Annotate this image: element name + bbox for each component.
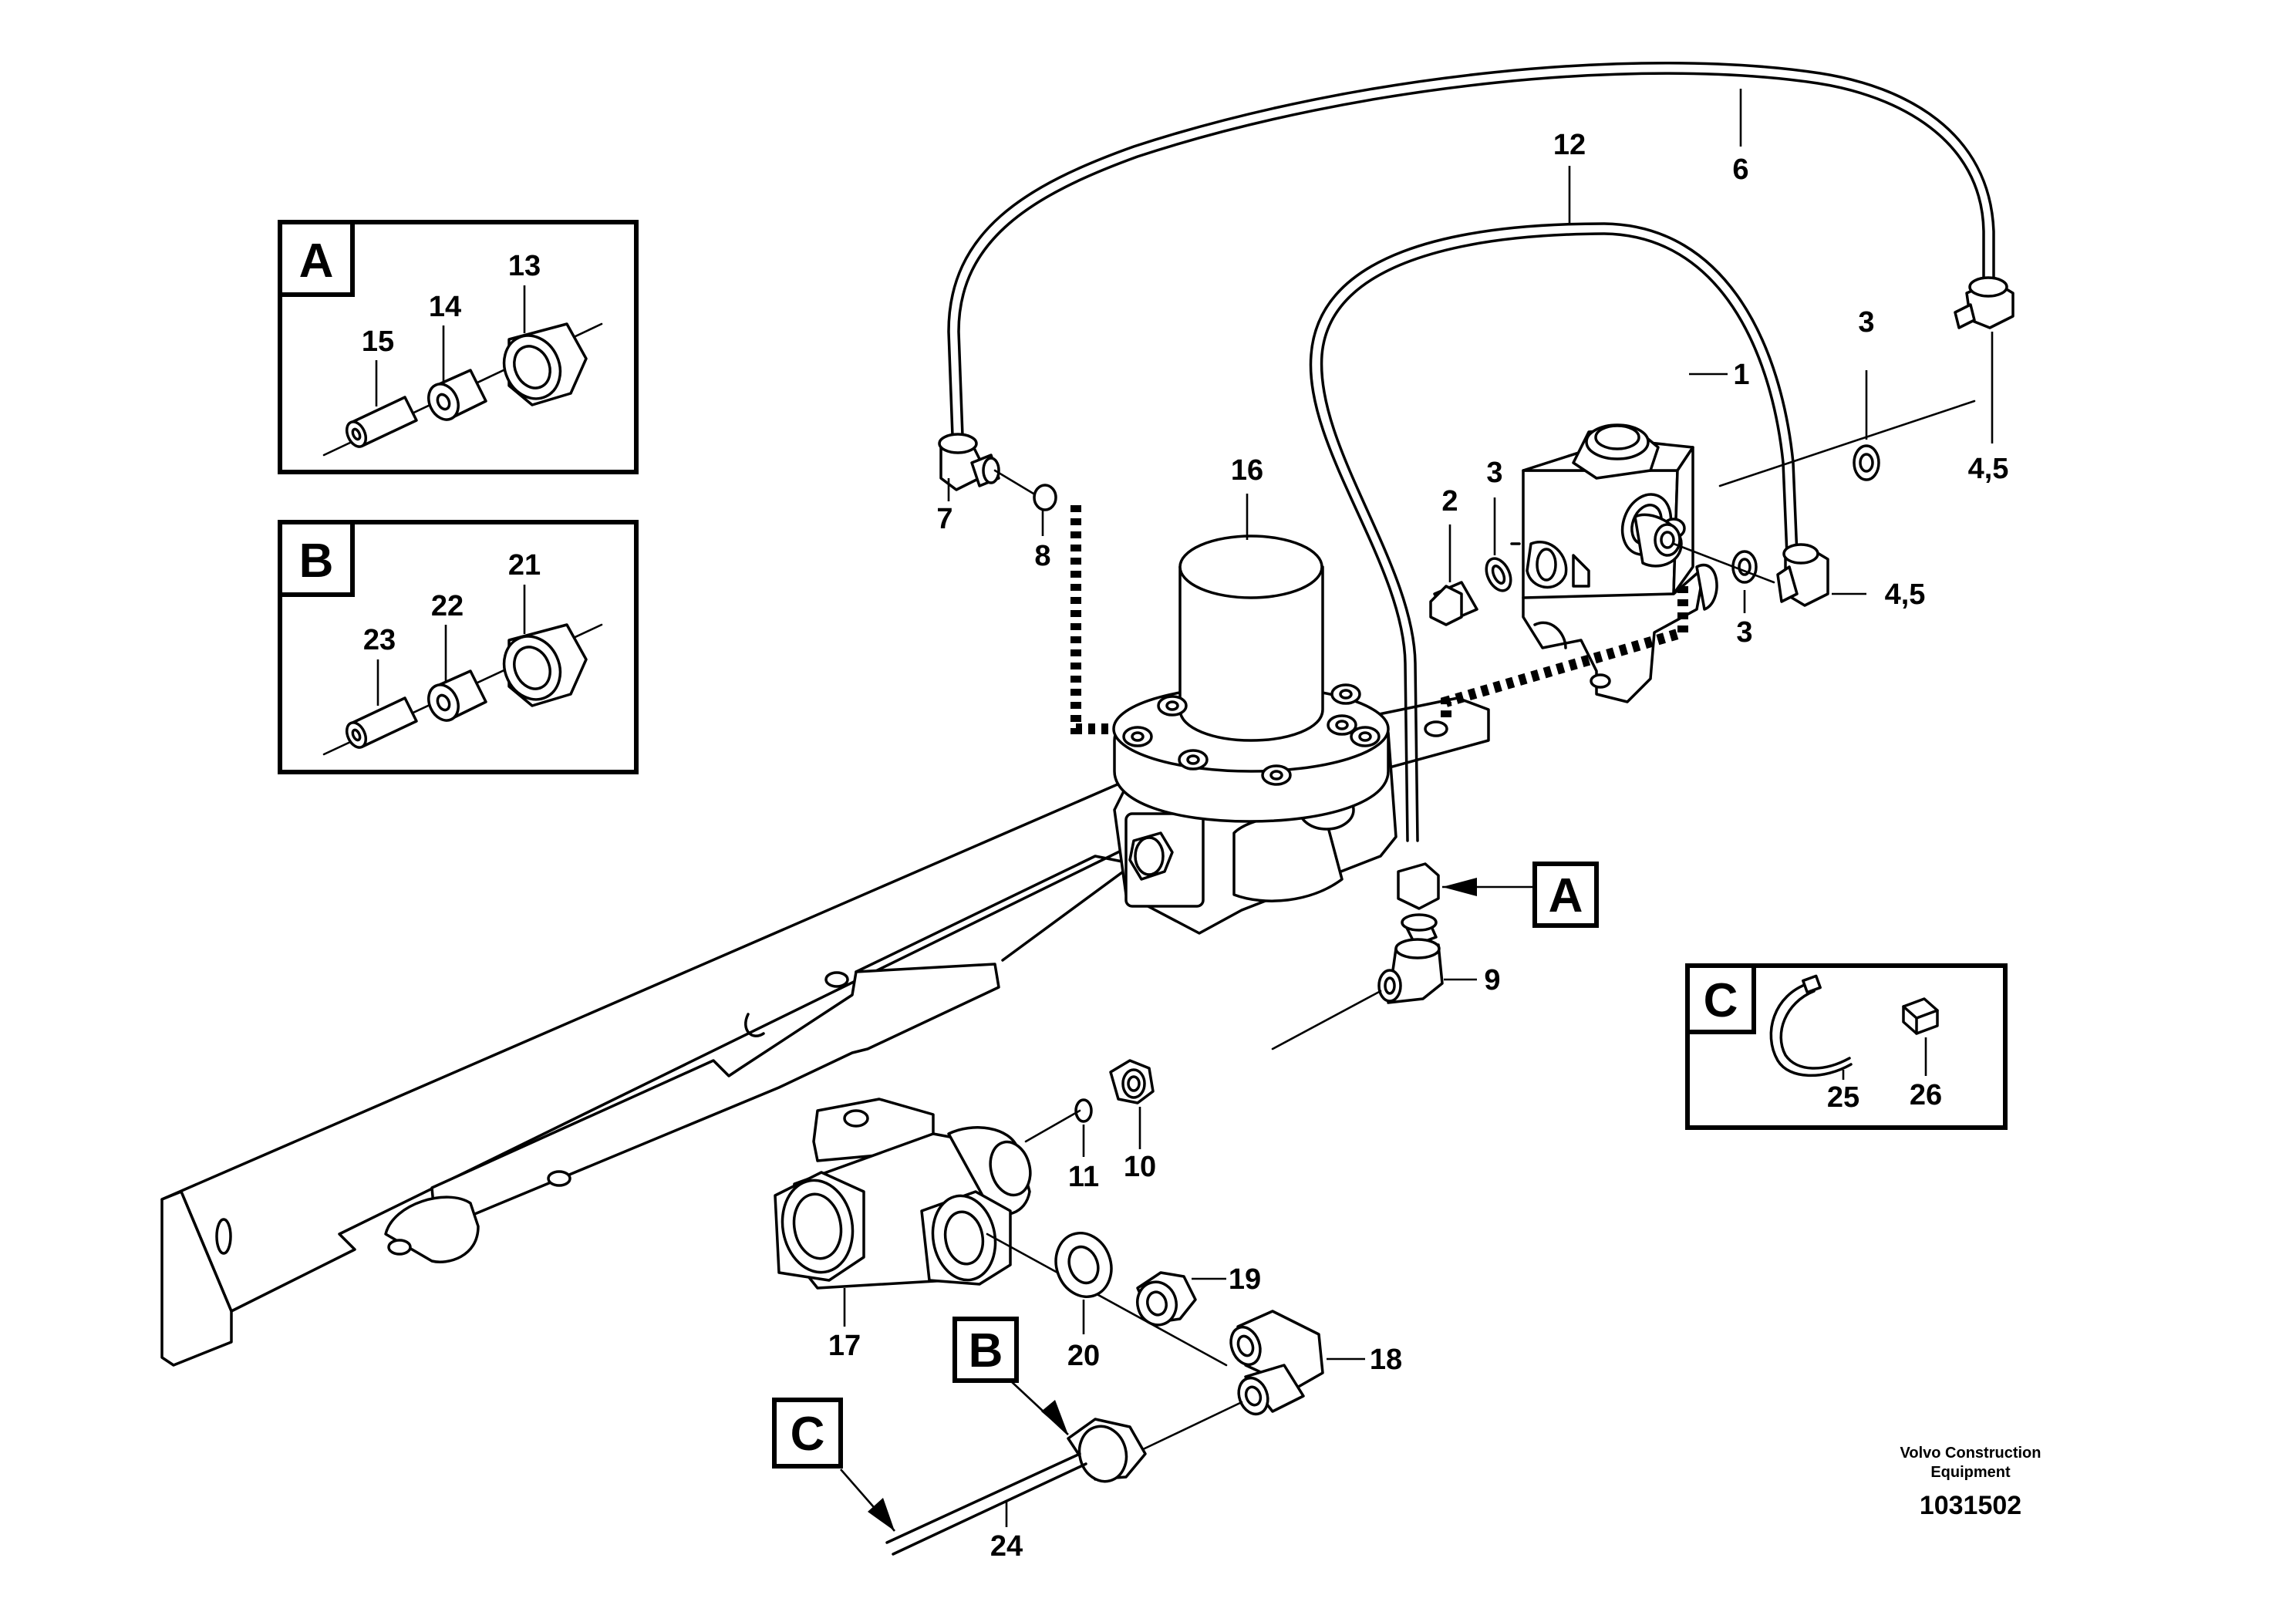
part-4-5-elbow-upper: 4,5 xyxy=(1954,276,2014,485)
detail-box-a: A 15 14 13 xyxy=(278,220,639,474)
part-21-nut xyxy=(502,623,588,707)
part-23-sleeve xyxy=(345,696,418,749)
detail-box-b: B 23 22 21 xyxy=(278,520,639,774)
label-19: 19 xyxy=(1229,1263,1261,1296)
label-9: 9 xyxy=(1484,964,1500,996)
part-4-5-elbow-lower: 4,5 xyxy=(1776,543,1926,611)
callout-c: C xyxy=(772,1398,895,1532)
label-14: 14 xyxy=(429,291,461,323)
detail-box-a-letter: A xyxy=(299,234,334,288)
label-11: 11 xyxy=(1068,1161,1099,1193)
detail-box-c-letter: C xyxy=(1704,974,1738,1027)
part-15-sleeve xyxy=(345,396,418,448)
pipe-6: 6 xyxy=(947,61,1995,437)
mounting-bracket xyxy=(160,696,1490,1367)
label-17: 17 xyxy=(828,1330,861,1362)
label-7: 7 xyxy=(936,503,952,535)
part-13-nut xyxy=(502,322,588,406)
part-3-washer-right: 3 xyxy=(1731,550,1758,649)
part-16-valve: 16 xyxy=(1112,454,1397,935)
part-17-cross-fitting: 17 xyxy=(774,1098,1032,1362)
pipe-24: 24 xyxy=(885,1452,1087,1563)
label-6: 6 xyxy=(1732,153,1748,186)
part-25-cable-tie xyxy=(1769,974,1853,1077)
part-18-elbow: 18 xyxy=(1229,1310,1402,1416)
callout-b: B xyxy=(952,1317,1147,1483)
callout-c-letter: C xyxy=(791,1408,825,1461)
label-4-5-lower: 4,5 xyxy=(1885,578,1926,611)
part-14-ring xyxy=(427,369,487,421)
company-name-line1: Volvo Construction xyxy=(1900,1445,2041,1462)
label-12: 12 xyxy=(1553,129,1586,161)
part-1-solenoid-valve: 1 xyxy=(1510,359,1750,703)
part-10-nut: 10 xyxy=(1109,1059,1156,1183)
part-22-ring xyxy=(427,669,487,722)
part-26-cube xyxy=(1902,997,1939,1035)
part-3-washer-top: 3 xyxy=(1853,306,1880,481)
company-name-line2: Equipment xyxy=(1930,1464,2011,1481)
part-9-elbow: 9 xyxy=(1377,938,1501,1004)
label-3-top: 3 xyxy=(1858,306,1874,339)
part-7-elbow-fitting: 7 xyxy=(936,433,1035,535)
callout-b-letter: B xyxy=(969,1324,1003,1378)
callout-a-letter: A xyxy=(1549,869,1583,922)
part-19-nut: 19 xyxy=(1136,1263,1261,1327)
label-18: 18 xyxy=(1370,1344,1402,1376)
valve-bolts xyxy=(1122,683,1381,786)
label-2: 2 xyxy=(1441,485,1458,518)
label-3-left: 3 xyxy=(1486,457,1502,489)
label-13: 13 xyxy=(508,250,541,282)
detail-box-b-letter: B xyxy=(299,534,334,588)
label-20: 20 xyxy=(1067,1340,1100,1372)
label-4-5-upper: 4,5 xyxy=(1968,453,2009,485)
callout-a: A xyxy=(1397,862,1599,946)
label-22: 22 xyxy=(431,590,464,622)
footer-block: Volvo Construction Equipment 1031502 xyxy=(1900,1445,2041,1520)
part-8-o-ring: 8 xyxy=(1033,484,1057,572)
detail-box-c: C 25 26 xyxy=(1685,963,2008,1130)
label-21: 21 xyxy=(508,549,541,582)
label-10: 10 xyxy=(1124,1151,1156,1183)
drawing-number: 1031502 xyxy=(1920,1491,2021,1520)
label-3-right: 3 xyxy=(1736,616,1752,649)
part-11-o-ring: 11 xyxy=(1068,1098,1099,1193)
part-20-washer: 20 xyxy=(1054,1232,1113,1372)
label-26: 26 xyxy=(1910,1079,1942,1111)
label-1: 1 xyxy=(1733,359,1749,391)
label-8: 8 xyxy=(1034,540,1050,572)
pipe-12: 12 xyxy=(1309,129,1799,842)
part-3-washer-left: 3 xyxy=(1486,457,1568,588)
label-23: 23 xyxy=(363,624,396,656)
label-16: 16 xyxy=(1231,454,1263,487)
label-25: 25 xyxy=(1827,1081,1859,1114)
label-15: 15 xyxy=(362,325,394,358)
label-24: 24 xyxy=(990,1530,1023,1563)
part-2-plug: 2 xyxy=(1429,485,1512,626)
